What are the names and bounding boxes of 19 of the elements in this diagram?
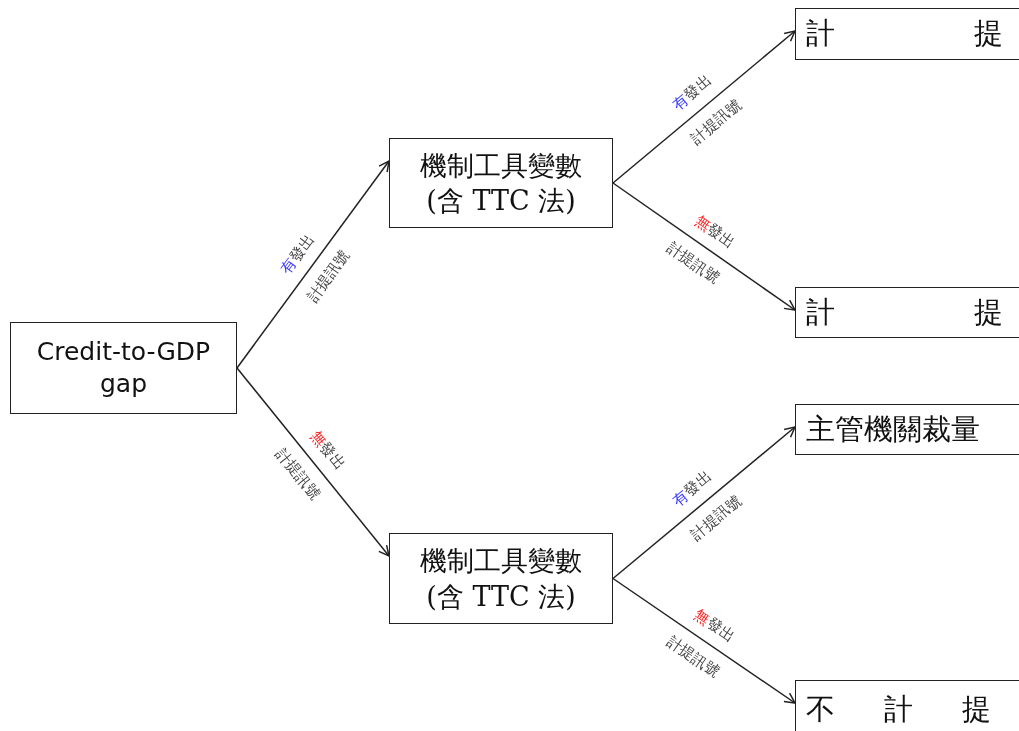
arrow: [612, 426, 796, 580]
edge-label: 無發出計提訊號: [662, 603, 740, 683]
arrow: [236, 160, 390, 369]
process-box: 機制工具變數 (含 TTC 法): [389, 533, 613, 624]
process-box: 計 提: [795, 287, 1019, 338]
process-box: 機制工具變數 (含 TTC 法): [389, 138, 613, 228]
process-box: Credit-to-GDP gap: [10, 322, 237, 414]
arrow: [612, 182, 796, 311]
process-box: 主管機關裁量: [795, 404, 1019, 455]
arrow: [612, 30, 796, 184]
edge-label: 有發出計提訊號: [276, 228, 355, 307]
process-box: 計 提: [795, 8, 1019, 60]
edge-label: 無發出計提訊號: [271, 425, 350, 505]
edge-label: 無發出計提訊號: [662, 209, 740, 289]
edge-label: 有發出計提訊號: [667, 465, 746, 545]
arrow: [236, 367, 390, 557]
process-box: 不 計 提: [795, 680, 1019, 731]
edge-label: 有發出計提訊號: [667, 70, 746, 150]
arrow: [612, 577, 796, 704]
